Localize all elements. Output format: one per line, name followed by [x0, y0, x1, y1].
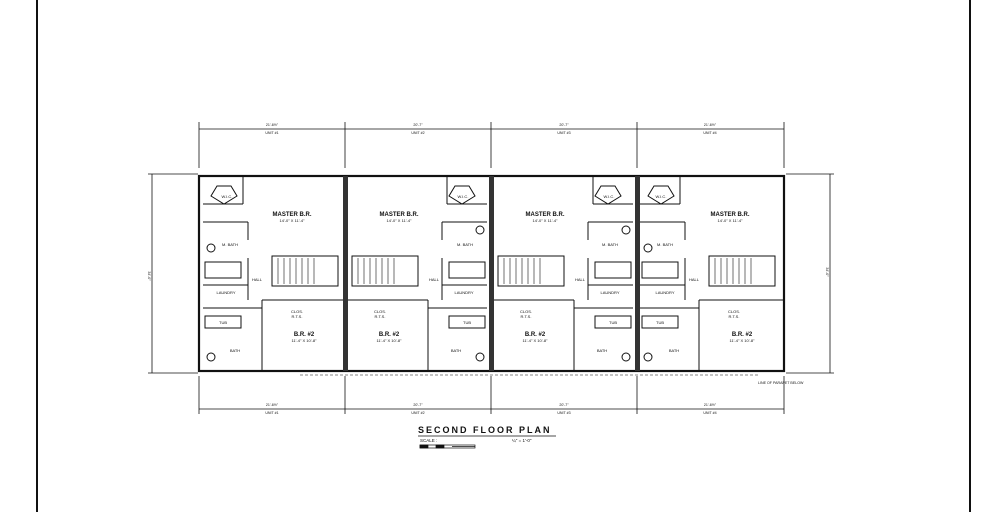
dim-bottom-unit-1-name: UNIT #1: [265, 411, 278, 415]
dim-top-unit-1-name: UNIT #1: [265, 131, 278, 135]
u2-laundry-label: LAUNDRY: [454, 290, 473, 295]
u3-master-size: 14'-0" X 11'-4": [533, 218, 559, 223]
u2-master-label: MASTER B.R.: [380, 212, 419, 218]
dim-bottom-unit-3: 20'-7": [559, 403, 569, 407]
u3-br2-size: 11'-4" X 10'-8": [523, 338, 549, 343]
u3-hall-label: HALL: [575, 277, 586, 282]
u3-wic-label: W.I.C.: [604, 194, 615, 199]
u2-mbath-label: M. BATH: [457, 242, 473, 247]
u1-master-size: 14'-0" X 11'-4": [280, 218, 306, 223]
plan-title: SECOND FLOOR PLAN: [418, 425, 552, 435]
u1-master-label: MASTER B.R.: [273, 212, 312, 218]
sheet-border-left: [36, 0, 38, 512]
dim-top-unit-3: 20'-7": [559, 123, 569, 127]
top-dimension-line: [198, 122, 785, 168]
dim-bottom-unit-3-name: UNIT #3: [557, 411, 570, 415]
dim-top-unit-2: 20'-7": [413, 123, 423, 127]
u2-master-size: 14'-0" X 11'-4": [387, 218, 413, 223]
u2-br2-size: 11'-4" X 10'-8": [377, 338, 403, 343]
u2-closet-sub: R.T.S.: [375, 314, 386, 319]
u1-bath-label: BATH: [230, 348, 240, 353]
u4-closet-sub: R.T.S.: [729, 314, 740, 319]
u1-closet-sub: R.T.S.: [292, 314, 303, 319]
u1-tub-label: TUB: [219, 320, 227, 325]
dim-depth-left: 34'-0": [147, 271, 151, 281]
u3-laundry-label: LAUNDRY: [600, 290, 619, 295]
side-dimension-lines: [148, 173, 834, 374]
u4-hall-label: HALL: [689, 277, 700, 282]
u1-laundry-label: LAUNDRY: [216, 290, 235, 295]
dim-bottom-unit-4: 21'-6½": [704, 403, 717, 407]
u4-closet-label: CLOS.: [728, 309, 740, 314]
u2-hall-label: HALL: [429, 277, 440, 282]
unit-4-walls: [640, 176, 784, 371]
parapet-note: LINE OF PARAPET BELOW: [758, 381, 804, 385]
u3-closet-label: CLOS.: [520, 309, 532, 314]
dim-depth-right: 34'-0": [825, 267, 829, 277]
u4-br2-label: B.R. #2: [732, 332, 753, 338]
u3-master-label: MASTER B.R.: [526, 212, 565, 218]
dim-bottom-unit-2: 20'-7": [413, 403, 423, 407]
u3-tub-label: TUB: [609, 320, 617, 325]
u3-mbath-label: M. BATH: [602, 242, 618, 247]
dim-top-unit-3-name: UNIT #3: [557, 131, 570, 135]
bottom-dimension-line: [198, 376, 785, 414]
dim-top-unit-2-name: UNIT #2: [411, 131, 424, 135]
u4-laundry-label: LAUNDRY: [655, 290, 674, 295]
unit-1-walls: [203, 176, 343, 371]
u4-mbath-label: M. BATH: [657, 242, 673, 247]
u4-bath-label: BATH: [669, 348, 679, 353]
u2-bath-label: BATH: [451, 348, 461, 353]
u1-br2-label: B.R. #2: [294, 332, 315, 338]
u1-br2-size: 11'-4" X 10'-8": [292, 338, 318, 343]
u3-br2-label: B.R. #2: [525, 332, 546, 338]
u1-closet-label: CLOS.: [291, 309, 303, 314]
dim-top-unit-1: 21'-6½": [266, 123, 279, 127]
unit-3-walls: [494, 176, 633, 371]
party-walls: [343, 176, 640, 371]
u3-bath-label: BATH: [597, 348, 607, 353]
scale-bar: [419, 444, 476, 449]
stair-treads: [277, 258, 752, 284]
plan-scale-value: ¼" = 1'-0": [512, 438, 532, 443]
dim-bottom-unit-1: 21'-6½": [266, 403, 279, 407]
u4-master-label: MASTER B.R.: [711, 212, 750, 218]
dim-bottom-unit-2-name: UNIT #2: [411, 411, 424, 415]
u2-tub-label: TUB: [463, 320, 471, 325]
u1-hall-label: HALL: [252, 277, 263, 282]
dim-bottom-unit-4-name: UNIT #4: [703, 411, 716, 415]
u4-br2-size: 11'-4" X 10'-8": [730, 338, 756, 343]
u3-closet-sub: R.T.S.: [521, 314, 532, 319]
u4-wic-label: W.I.C.: [656, 194, 667, 199]
dim-top-unit-4: 21'-6½": [704, 123, 717, 127]
u2-closet-label: CLOS.: [374, 309, 386, 314]
u1-mbath-label: M. BATH: [222, 242, 238, 247]
unit-2-walls: [348, 176, 487, 371]
plan-scale-label: SCALE :: [420, 438, 437, 443]
u2-wic-label: W.I.C.: [458, 194, 469, 199]
u1-wic-label: W.I.C.: [222, 194, 233, 199]
u4-tub-label: TUB: [656, 320, 664, 325]
sheet-border-right: [969, 0, 971, 512]
u2-br2-label: B.R. #2: [379, 332, 400, 338]
dim-top-unit-4-name: UNIT #4: [703, 131, 716, 135]
u4-master-size: 14'-0" X 11'-4": [718, 218, 744, 223]
